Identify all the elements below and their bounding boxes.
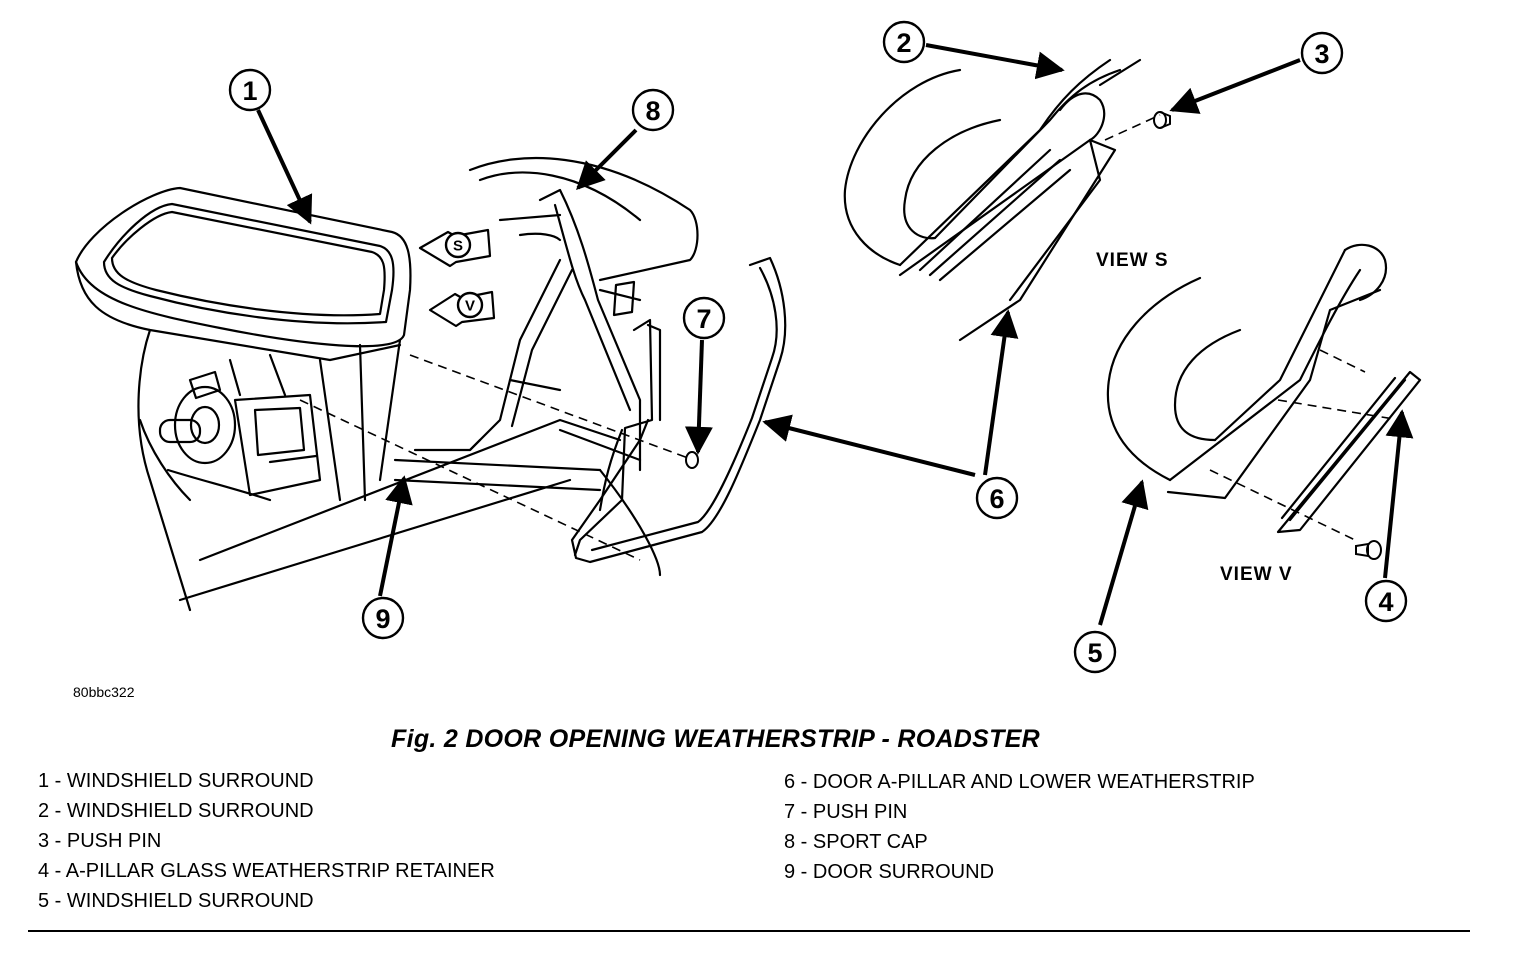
view-v-marker-circle [456,291,484,319]
figure-caption: Fig. 2 DOOR OPENING WEATHERSTRIP - ROADS… [391,725,1041,753]
callout-3-circle [1300,31,1344,75]
view-v-detail [1106,243,1422,534]
legend-item: 4 - A-PILLAR GLASS WEATHERSTRIP RETAINER [38,860,495,882]
callout-5-number: 5 [1087,638,1102,668]
legend-item: 6 - DOOR A-PILLAR AND LOWER WEATHERSTRIP [784,771,1255,793]
view-s-marker: S [453,238,463,255]
callout-3-number: 3 [1314,39,1329,69]
callout-8-circle [631,88,675,132]
callout-9-number: 9 [375,604,390,634]
callout-4-number: 4 [1378,587,1393,617]
legend-item: 1 - WINDSHIELD SURROUND [38,770,314,792]
pin-dashed-lines [299,114,1401,561]
callout-7-circle [682,296,726,340]
callout-9-circle [361,596,405,640]
legend-item: 9 - DOOR SURROUND [784,861,995,883]
callout-6-number: 6 [989,484,1004,514]
legend-item: 5 - WINDSHIELD SURROUND [38,890,314,912]
view-s-label: VIEW S [1096,250,1169,271]
bottom-rule [28,930,1470,932]
callout-7-number: 7 [696,304,711,334]
callout-numbers: 1 2 3 4 5 6 7 8 9 S V [242,28,1393,668]
callout-1-number: 1 [242,76,257,106]
callout-8-number: 8 [645,96,660,126]
legend-item: 7 - PUSH PIN [784,801,908,823]
legend-item: 3 - PUSH PIN [38,830,162,852]
callout-circles [228,20,1408,674]
view-v-label: VIEW V [1220,564,1293,585]
image-code: 80bbc322 [73,684,135,700]
weatherstrip-diagram: 1 2 3 4 5 6 7 8 9 S V VIEW S VIEW V [74,20,1422,674]
callout-2-number: 2 [896,28,911,58]
callout-5-circle [1073,630,1117,674]
leader-arrows [256,43,1414,626]
view-s-detail [843,58,1142,342]
view-v-marker: V [465,298,475,315]
legend-right: 6 - DOOR A-PILLAR AND LOWER WEATHERSTRIP… [784,767,1255,887]
legend-item: 2 - WINDSHIELD SURROUND [38,800,314,822]
legend-left: 1 - WINDSHIELD SURROUND 2 - WINDSHIELD S… [38,766,495,916]
legend-item: 8 - SPORT CAP [784,831,928,853]
callout-2-circle [882,20,926,64]
car-body-illustration [74,156,787,612]
callout-6-circle [975,476,1019,520]
callout-1-circle [228,68,272,112]
callout-4-circle [1364,579,1408,623]
view-s-marker-circle [444,231,472,259]
